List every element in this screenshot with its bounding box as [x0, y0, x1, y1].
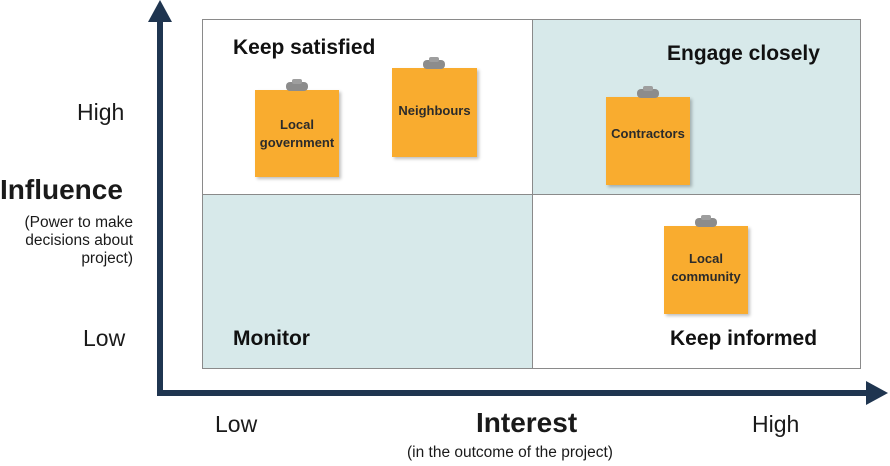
quadrant-label-engage-closely: Engage closely [667, 42, 820, 65]
y-axis-high-label: High [77, 99, 125, 125]
x-axis-high-label: High [752, 411, 800, 437]
sticky-note-local-community: Local community [664, 226, 748, 314]
sticky-note-neighbours: Neighbours [392, 68, 477, 157]
quadrant-engage-closely [532, 19, 861, 195]
pin-icon [695, 215, 717, 227]
quadrant-label-keep-informed: Keep informed [670, 327, 818, 350]
y-axis-low-label: Low [83, 325, 126, 351]
x-axis-title: Interest [476, 407, 578, 438]
arrow-up-icon [148, 0, 172, 22]
sticky-note-contractors: Contractors [606, 97, 690, 185]
x-axis-subtitle: (in the outcome of the project) [407, 444, 613, 461]
sticky-note-local-government: Local government [255, 90, 339, 177]
y-axis-line [157, 14, 163, 396]
quadrant-label-keep-satisfied: Keep satisfied [233, 36, 376, 59]
x-axis-line [157, 390, 873, 396]
quadrant-monitor [202, 194, 533, 369]
quadrant-label-monitor: Monitor [233, 327, 310, 350]
pin-icon [286, 79, 308, 91]
pin-icon [637, 86, 659, 98]
arrow-right-icon [866, 381, 888, 405]
x-axis-low-label: Low [215, 411, 258, 437]
y-axis-title: Influence [0, 174, 123, 205]
y-axis-subtitle: (Power to make decisions about project) [24, 214, 133, 267]
pin-icon [423, 57, 445, 69]
